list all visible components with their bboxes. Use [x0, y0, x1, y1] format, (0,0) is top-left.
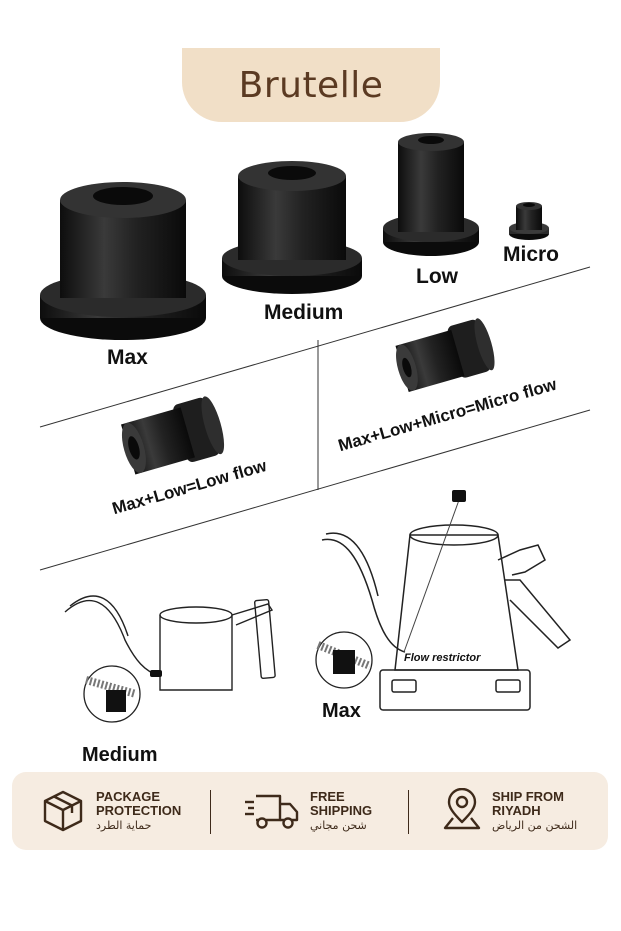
- label-low: Low: [416, 265, 458, 288]
- medium-restrictor: [222, 161, 362, 294]
- divider-line: [39, 409, 591, 571]
- feature-title-line1: FREE: [310, 788, 345, 804]
- label-micro: Micro: [503, 243, 560, 266]
- feature-title-line1: PACKAGE: [96, 788, 161, 804]
- brand-banner: Brutelle: [182, 48, 440, 122]
- truck-icon: [245, 794, 299, 829]
- features-bar: PACKAGE PROTECTION حماية الطرد FREE SHIP…: [12, 772, 608, 850]
- feature-title-line1: SHIP FROM: [492, 788, 564, 804]
- feature-arabic: شحن مجاني: [310, 818, 367, 832]
- feature-free-shipping: FREE SHIPPING شحن مجاني: [242, 772, 372, 850]
- feature-ship-from-riyadh: SHIP FROM RIYADH الشحن من الرياض: [442, 772, 577, 850]
- micro-restrictor: [509, 202, 549, 240]
- medium-kettle-drawing: [64, 595, 276, 691]
- max-kettle-drawing: [321, 524, 572, 711]
- package-icon: [43, 790, 83, 832]
- feature-package-protection: PACKAGE PROTECTION حماية الطرد: [40, 772, 181, 850]
- max-restrictor: [40, 182, 206, 340]
- max-zoom-inset: [315, 631, 373, 689]
- label-kettle-medium: Medium: [82, 744, 158, 766]
- divider-line: [39, 266, 591, 428]
- feature-arabic: حماية الطرد: [96, 818, 152, 832]
- combo-micro-flow-part: [395, 318, 495, 393]
- label-medium: Medium: [264, 301, 344, 324]
- label-flow-restrictor: Flow restrictor: [404, 652, 481, 664]
- label-kettle-max: Max: [322, 700, 361, 722]
- label-max: Max: [107, 346, 148, 369]
- feature-separator: [408, 790, 409, 834]
- feature-separator: [210, 790, 211, 834]
- feature-title-line2: PROTECTION: [96, 802, 182, 818]
- combo-low-flow-part: [121, 396, 225, 475]
- low-restrictor: [383, 133, 479, 256]
- flow-restrictor-pointer: [403, 499, 460, 653]
- medium-kettle-restrictor: [150, 670, 162, 677]
- max-kettle-restrictor: [452, 490, 466, 502]
- feature-title-line2: SHIPPING: [310, 802, 373, 818]
- medium-zoom-inset: [83, 665, 141, 723]
- feature-arabic: الشحن من الرياض: [492, 818, 578, 832]
- feature-title-line2: RIYADH: [492, 802, 541, 818]
- brand-logo: Brutelle: [238, 64, 384, 106]
- location-pin-icon: [443, 788, 481, 830]
